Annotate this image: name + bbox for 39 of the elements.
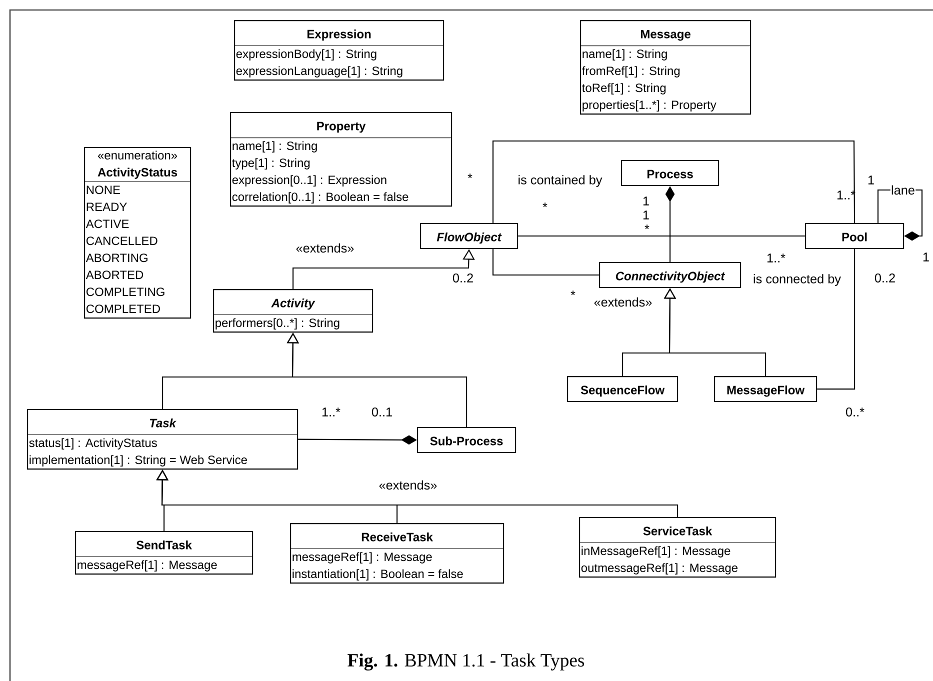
class-box: MessageFlow [714, 376, 818, 402]
multiplicity-label: 1..* [322, 408, 340, 416]
class-box: Task status[1] : ActivityStatus implementation[1] : String = Web Service [27, 409, 298, 470]
stereotype-label: «extends» [379, 480, 437, 490]
association-label: is contained by [518, 175, 602, 187]
class-box: ConnectivityObject [599, 262, 742, 288]
association-line [518, 236, 805, 237]
class-box: Message name[1] : String fromRef[1] : String toRef[1] : String properties[1..*] : Property [580, 20, 752, 115]
class-box: Pool [805, 223, 904, 250]
class-box: SendTask messageRef[1] : Message [75, 531, 254, 575]
multiplicity-label: * [644, 224, 650, 230]
association-line [492, 140, 856, 223]
class-box: SequenceFlow [567, 376, 678, 402]
class-box: ReceiveTask messageRef[1] : Message instantiation[1] : Boolean = false [290, 523, 504, 584]
multiplicity-label: 0..1 [372, 408, 392, 416]
multiplicity-label: * [468, 174, 472, 178]
class-box: Process [621, 160, 720, 186]
multiplicity-label: 1 [643, 210, 649, 220]
multiplicity-label: 0..2 [874, 274, 895, 282]
association-line [817, 249, 856, 390]
association-line [492, 249, 599, 276]
association-label: is connected by [754, 274, 841, 286]
enumeration-box: «enumeration» ActivityStatus NONE READY ACTIVE CANCELLED ABORTING ABORTED COMPLETING COMPLETED [84, 147, 192, 319]
class-box: Expression expressionBody[1] : String expressionLanguage[1] : String [234, 20, 444, 81]
stereotype-label: «extends» [296, 243, 354, 253]
class-box: Property name[1] : String type[1] : String expression[0..1] : Expression correlation[0..1] : Boolean = false [230, 112, 452, 207]
multiplicity-label: * [542, 202, 548, 208]
multiplicity-label: 0..2 [452, 274, 473, 282]
class-box: Sub-Process [417, 427, 516, 454]
class-box: Activity performers[0..*] : String [213, 289, 374, 333]
multiplicity-label: 0..* [846, 408, 864, 416]
multiplicity-label: 1..* [767, 254, 786, 262]
class-box: FlowObject [420, 223, 518, 250]
edge-label: lane [890, 184, 916, 196]
multiplicity-label: 1 [868, 176, 874, 184]
figure-caption: Fig. 1. BPMN 1.1 - Task Types [348, 653, 584, 671]
class-box: ServiceTask inMessageRef[1] : Message outmessageRef[1] : Message [579, 517, 776, 578]
multiplicity-label: 1 [923, 252, 929, 262]
multiplicity-label: * [570, 290, 576, 296]
